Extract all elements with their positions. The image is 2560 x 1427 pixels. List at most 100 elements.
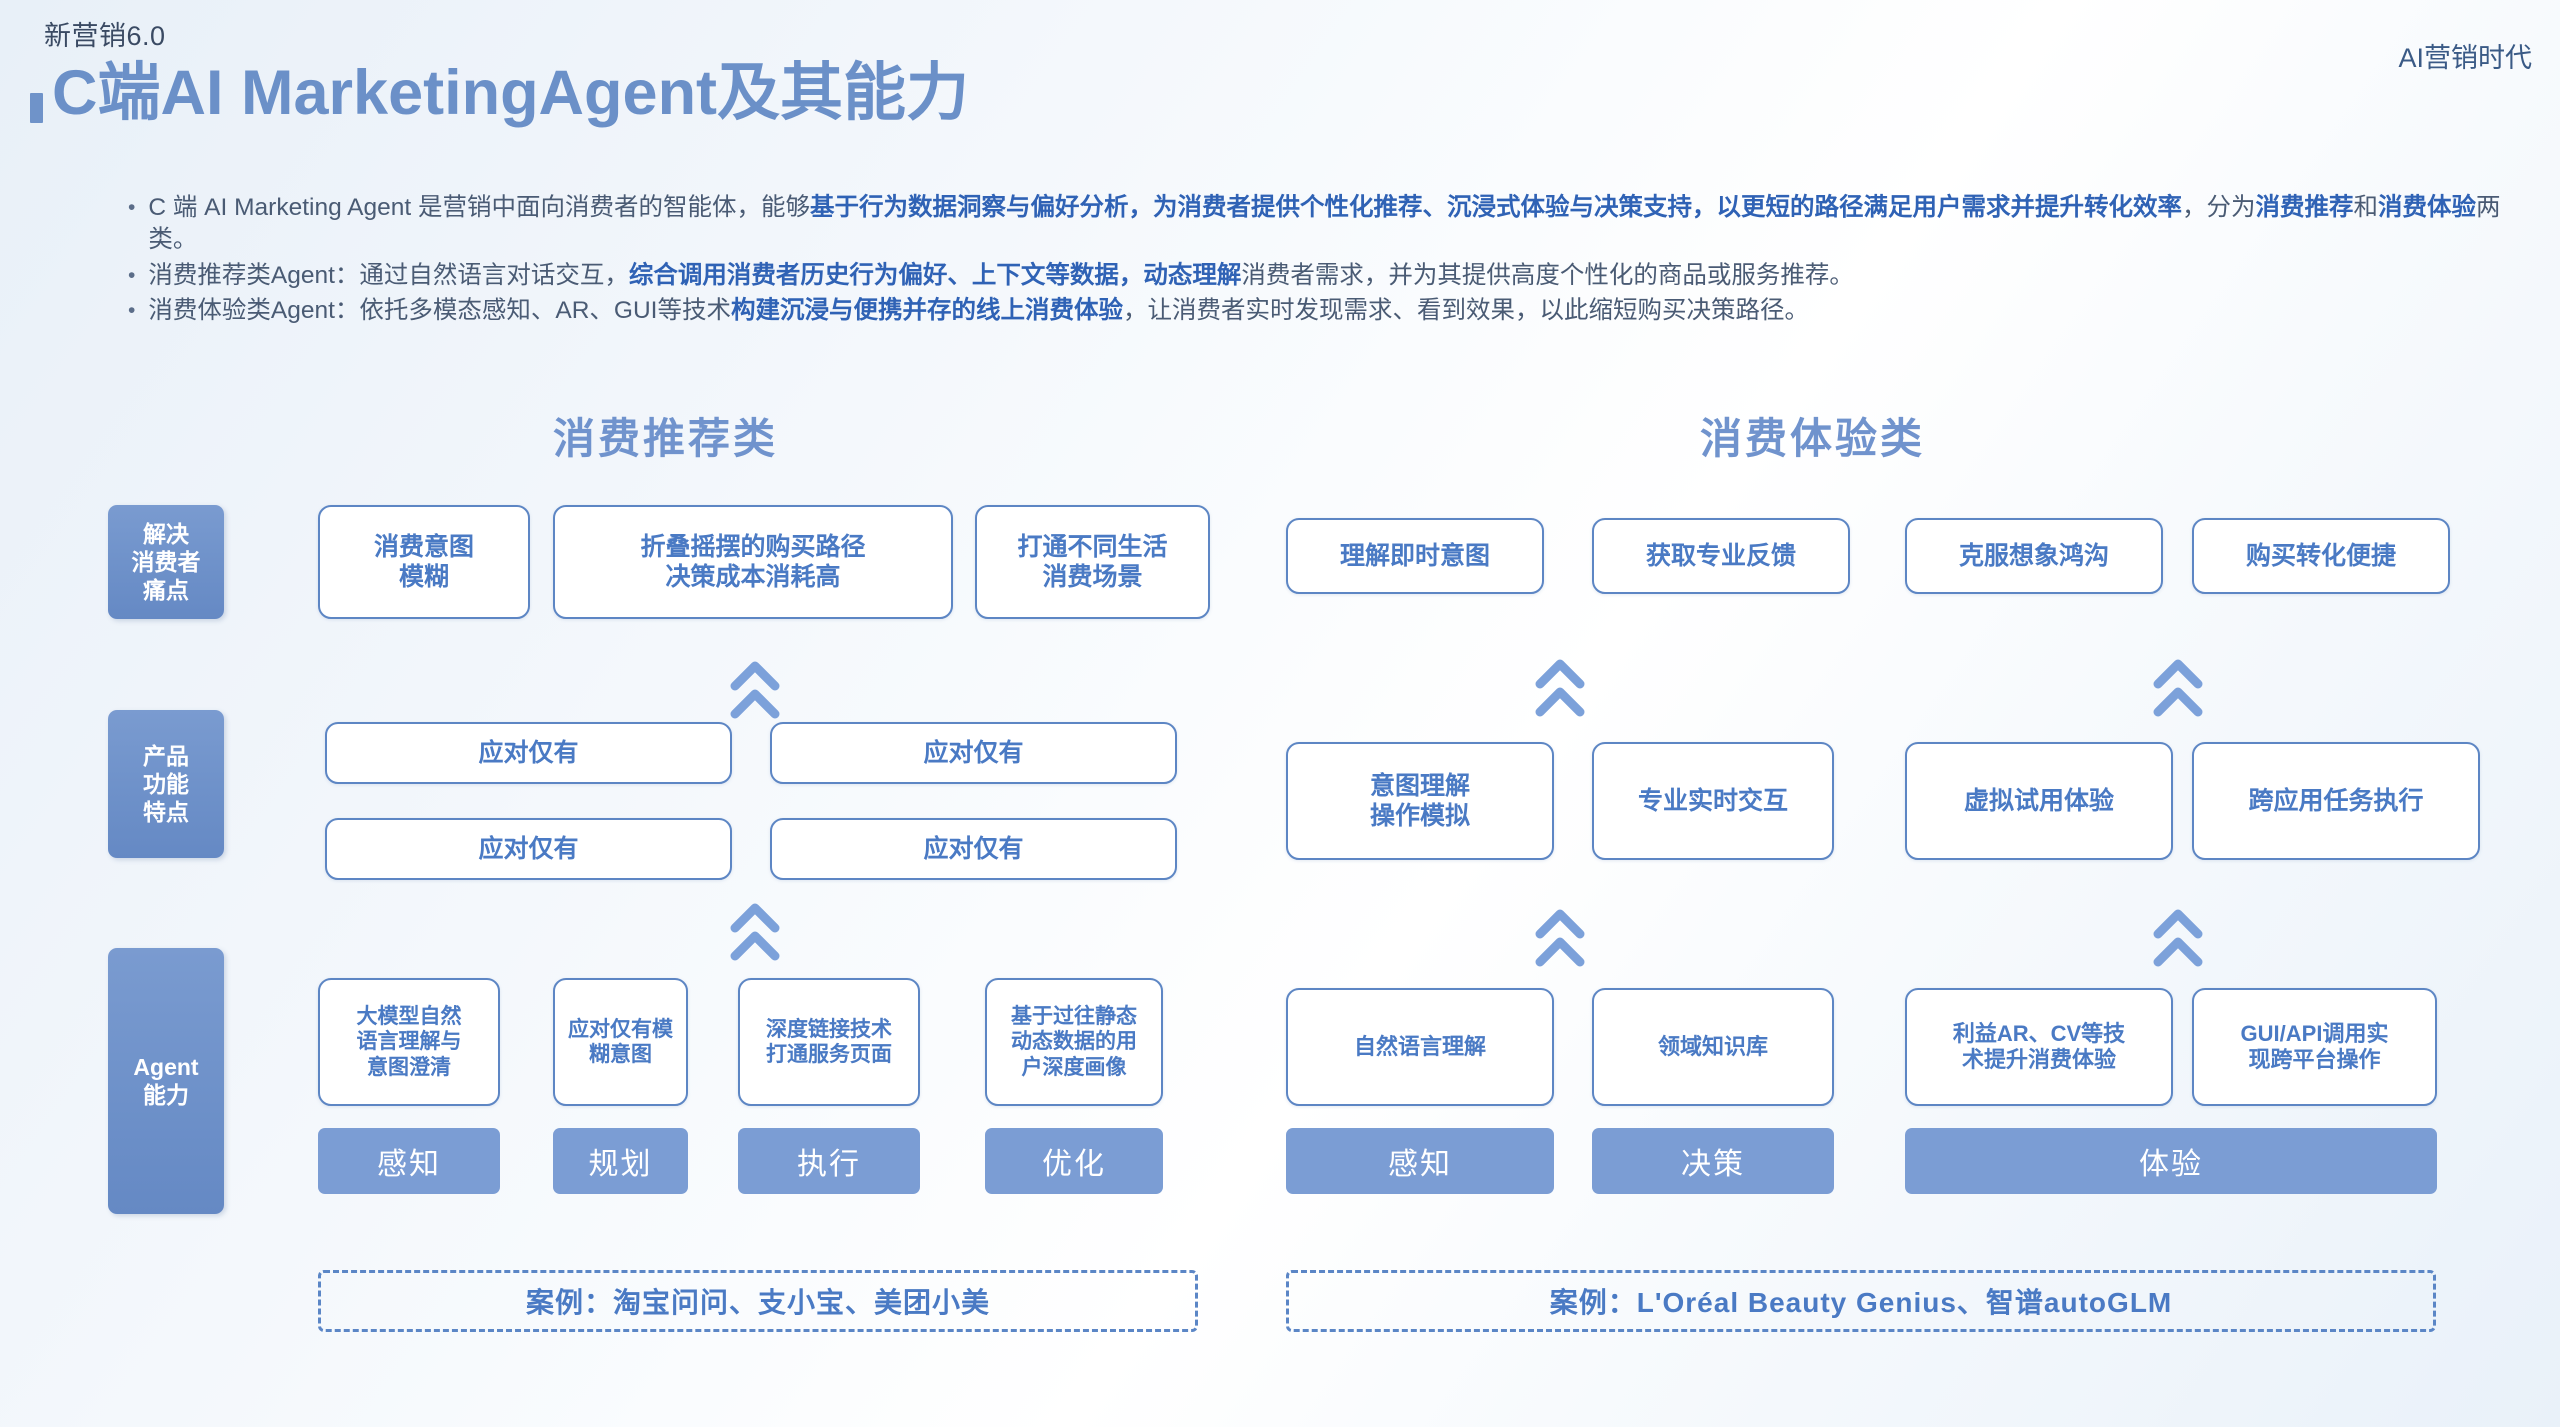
left-case-box: 案例：淘宝问问、支小宝、美团小美: [318, 1270, 1198, 1332]
bullet-dot-icon: •: [128, 298, 136, 322]
left-stage-chip-plan[interactable]: 规划: [553, 1128, 688, 1194]
bullet-text: 消费推荐类Agent：通过自然语言对话交互，综合调用消费者历史行为偏好、上下文等…: [148, 260, 2528, 292]
card-line: 自然语言理解: [1353, 1033, 1486, 1059]
card-text: 获取专业反馈: [1646, 541, 1796, 571]
card-text: 应对仅有: [478, 834, 578, 864]
card-line: 模糊: [398, 563, 449, 591]
card-text: 跨应用任务执行: [2248, 786, 2423, 816]
deck-kicker: 新营销6.0: [44, 21, 166, 51]
bullet-item: • C 端 AI Marketing Agent 是营销中面向消费者的智能体，能够…: [128, 192, 2528, 257]
right-ability-card-3[interactable]: 利益AR、CV等技术提升消费体验: [1905, 988, 2173, 1106]
card-line: 消费场景: [1042, 563, 1143, 591]
bullet-text: C 端 AI Marketing Agent 是营销中面向消费者的智能体，能够基…: [148, 192, 2528, 257]
right-feature-card-1[interactable]: 意图理解操作模拟: [1286, 742, 1554, 860]
bullet-plain: ，分为: [2181, 194, 2256, 221]
row-label-line: Agent: [133, 1053, 199, 1080]
bullet-emphasis: 综合调用消费者历史行为偏好、上下文等数据，动态理解: [628, 261, 1242, 289]
card-line: 购买转化便捷: [2245, 542, 2396, 570]
right-pain-card-2[interactable]: 获取专业反馈: [1592, 518, 1850, 594]
left-feature-card-1[interactable]: 应对仅有: [325, 722, 732, 784]
right-chevron-up-3: [1532, 908, 1588, 975]
row-label-product-features: 产品功能特点: [108, 710, 224, 858]
card-line: 基于过往静态: [1011, 1005, 1137, 1029]
card-line: 专业实时交互: [1637, 787, 1788, 815]
intro-bullet-list: • C 端 AI Marketing Agent 是营销中面向消费者的智能体，能够…: [128, 192, 2528, 330]
left-stage-chip-optimize[interactable]: 优化: [985, 1128, 1163, 1194]
card-text: 深度链接技术打通服务页面: [766, 1017, 892, 1067]
card-text: 虚拟试用体验: [1964, 786, 2114, 816]
column-title-recommendation: 消费推荐类: [553, 415, 779, 462]
left-feature-card-4[interactable]: 应对仅有: [770, 818, 1177, 880]
card-text: GUI/API调用实现跨平台操作: [2241, 1021, 2389, 1074]
row-label-pain-text: 解决消费者痛点: [132, 520, 201, 604]
right-feature-card-3[interactable]: 虚拟试用体验: [1905, 742, 2173, 860]
card-text: 意图理解操作模拟: [1370, 771, 1470, 831]
bullet-plain: 消费体验类Agent：依托多模态感知、AR、GUI等技术: [148, 296, 731, 324]
row-label-line: 解决: [143, 520, 189, 547]
bullet-dot-icon: •: [128, 263, 136, 287]
bullet-item: • 消费推荐类Agent：通过自然语言对话交互，综合调用消费者历史行为偏好、上下文…: [128, 260, 2528, 292]
right-case-box: 案例：L'Oréal Beauty Genius、智谱autoGLM: [1286, 1270, 2436, 1332]
left-pain-card-2[interactable]: 折叠摇摆的购买路径决策成本消耗高: [553, 505, 953, 619]
left-ability-card-1[interactable]: 大模型自然语言理解与意图澄清: [318, 978, 500, 1106]
bullet-emphasis: 基于行为数据洞察与偏好分析，为消费者提供个性化推荐、沉浸式体验与决策支持，以更短…: [809, 194, 2182, 221]
card-line: 应对仅有: [923, 835, 1024, 863]
right-ability-card-2[interactable]: 领域知识库: [1592, 988, 1834, 1106]
row-label-feature-text: 产品功能特点: [143, 742, 189, 826]
bullet-emphasis: 构建沉浸与便携并存的线上消费体验: [730, 296, 1123, 324]
right-chevron-up-1: [1532, 658, 1588, 725]
left-chevron-up-2: [727, 902, 783, 969]
card-line: 虚拟试用体验: [1963, 787, 2114, 815]
right-ability-card-1[interactable]: 自然语言理解: [1286, 988, 1554, 1106]
left-ability-card-4[interactable]: 基于过往静态动态数据的用户深度画像: [985, 978, 1163, 1106]
card-line: 克服想象鸿沟: [1958, 542, 2109, 570]
left-stage-chip-perceive[interactable]: 感知: [318, 1128, 500, 1194]
left-stage-chip-execute[interactable]: 执行: [738, 1128, 920, 1194]
left-chevron-up-1: [727, 660, 783, 727]
left-pain-card-3[interactable]: 打通不同生活消费场景: [975, 505, 1210, 619]
card-text: 打通不同生活消费场景: [1017, 532, 1167, 592]
right-pain-card-1[interactable]: 理解即时意图: [1286, 518, 1544, 594]
card-text: 消费意图模糊: [374, 532, 474, 592]
card-text: 购买转化便捷: [2246, 541, 2396, 571]
right-stage-chip-experience[interactable]: 体验: [1905, 1128, 2437, 1194]
card-line: 大模型自然: [356, 1005, 462, 1029]
card-line: 应对仅有: [923, 739, 1024, 767]
right-stage-chip-perceive[interactable]: 感知: [1286, 1128, 1554, 1194]
bullet-plain: 消费者需求，并为其提供高度个性化的商品或服务推荐。: [1241, 261, 1854, 289]
deck-era-label: AI营销时代: [2398, 43, 2532, 73]
right-pain-card-4[interactable]: 购买转化便捷: [2192, 518, 2450, 594]
right-chevron-up-4: [2150, 908, 2206, 975]
card-line: 术提升消费体验: [1961, 1047, 2116, 1072]
right-pain-card-3[interactable]: 克服想象鸿沟: [1905, 518, 2163, 594]
right-stage-chip-decide[interactable]: 决策: [1592, 1128, 1834, 1194]
left-ability-card-2[interactable]: 应对仅有模糊意图: [553, 978, 688, 1106]
card-text: 专业实时交互: [1638, 786, 1788, 816]
left-ability-card-3[interactable]: 深度链接技术打通服务页面: [738, 978, 920, 1106]
page-title: C端AI MarketingAgent及其能力: [30, 62, 969, 125]
bullet-emphasis: 消费体验: [2377, 194, 2476, 221]
left-feature-card-2[interactable]: 应对仅有: [770, 722, 1177, 784]
bullet-dot-icon: •: [128, 196, 136, 219]
row-label-line: 特点: [143, 799, 189, 826]
right-feature-card-4[interactable]: 跨应用任务执行: [2192, 742, 2480, 860]
bullet-plain: 消费推荐类Agent：通过自然语言对话交互，: [148, 261, 629, 289]
card-text: 应对仅有模糊意图: [568, 1017, 673, 1067]
left-pain-card-1[interactable]: 消费意图模糊: [318, 505, 530, 619]
bullet-plain: C 端 AI Marketing Agent 是营销中面向消费者的智能体，能够: [148, 194, 810, 221]
card-text: 应对仅有: [478, 738, 578, 768]
right-ability-card-4[interactable]: GUI/API调用实现跨平台操作: [2192, 988, 2437, 1106]
card-line: 操作模拟: [1369, 802, 1470, 830]
card-text: 领域知识库: [1658, 1034, 1768, 1060]
card-line: 理解即时意图: [1339, 542, 1490, 570]
card-line: 获取专业反馈: [1645, 542, 1796, 570]
card-line: 动态数据的用: [1011, 1030, 1137, 1054]
card-text: 自然语言理解: [1354, 1034, 1486, 1060]
right-feature-card-2[interactable]: 专业实时交互: [1592, 742, 1834, 860]
card-text: 克服想象鸿沟: [1959, 541, 2109, 571]
row-label-line: 产品: [143, 742, 189, 769]
left-feature-card-3[interactable]: 应对仅有: [325, 818, 732, 880]
card-line: 应对仅有: [478, 739, 579, 767]
card-text: 折叠摇摆的购买路径决策成本消耗高: [640, 532, 865, 592]
